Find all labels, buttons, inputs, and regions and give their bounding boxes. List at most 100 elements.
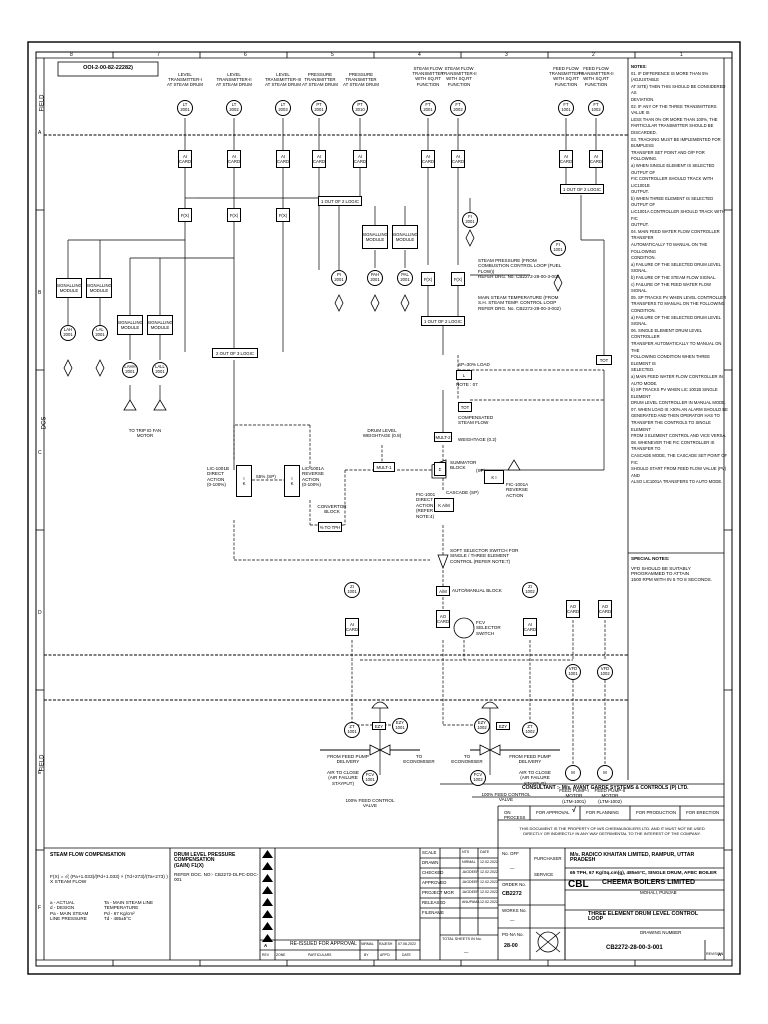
transmitter-caption: LEVEL TRANSMITTER-I AT STEAM DRUM — [167, 72, 203, 88]
works-no-value: — — [510, 918, 515, 923]
drawing-title: THREE ELEMENT DRUM LEVEL CONTROL LOOP — [588, 911, 699, 922]
zone-dcs: DCS — [41, 416, 48, 430]
property-notice: THIS DOCUMENT IS THE PROPERTY OF M/S CHE… — [519, 826, 705, 836]
vfd1002-bubble: VFD 1002 — [597, 664, 613, 680]
ft1002-bubble: FT 1002 — [588, 100, 604, 116]
grid-letter: D — [38, 610, 42, 616]
ao-card: AO CARD — [598, 600, 612, 618]
revision-header: DATE — [402, 953, 411, 957]
grid-number: 2 — [592, 52, 595, 58]
ai-card: AI CARD — [276, 150, 290, 168]
fx-block: F(X) — [227, 208, 241, 222]
from-feed-pump-label: FROM FEED PUMP DELIVERY — [327, 754, 369, 765]
flow-weightage-label: WEIGHTAGE (0.2) — [458, 437, 497, 442]
scale-row-label: DRAWN — [422, 860, 439, 865]
steam-pressure-ref: STEAM PRESSURE (FROM COMBUSTION CONTROL … — [478, 258, 562, 280]
ao-card: AO CARD — [566, 600, 580, 618]
name-cell: NIRMAL — [462, 860, 476, 864]
note-line: TRANSFER AUTOMATICALLY TO MANUAL ON THE — [631, 340, 722, 353]
revision-value: A — [718, 952, 722, 957]
lt2003-bubble: LT 2003 — [275, 100, 291, 116]
auto-manual-label: AUTO/MANUAL BLOCK — [452, 588, 502, 593]
note-line: OUTPUT. — [631, 222, 649, 228]
service-value: 65 TPH, 67 Kg/Sq.cm(g), 485±5°C, SINGLE … — [570, 871, 717, 876]
summator-block: Σ — [434, 462, 446, 476]
fic1001a-block: K I — [484, 470, 504, 484]
to-economiser-label: TO ECONOMISER — [403, 754, 435, 765]
transmitter-caption: PRESSURE TRANSMITTER AT STEAM DRUM — [343, 72, 379, 88]
note-line: OUTPUT. — [631, 189, 649, 195]
one-out-of-two-logic: 1 OUT OF 2 LOGIC — [318, 196, 362, 206]
note-line: GENERATED AND THEN OPERATOR HAS TO — [631, 413, 720, 419]
note-line: b) WHEN THREE ELEMENT IS SELECTED OUTPUT… — [631, 195, 714, 208]
revision-header: ZONE — [276, 953, 286, 957]
steam-compensation-legend-right: Ta - MAIN STEAM LINE TEMPERATURE Pd - 67… — [104, 900, 154, 922]
pi-bubble: PI 2001 — [331, 270, 347, 286]
ai-card: AI CARD — [523, 618, 537, 636]
fcv1002-bubble: FCV 1002 — [470, 770, 486, 786]
sp-tag: (SP) — [476, 468, 486, 473]
feed-pump-2-label: FEED PUMP-II MOTOR (LTM-1002) — [594, 788, 626, 804]
ft1001-bubble: FT 1001 — [558, 100, 574, 116]
note-line: TRANSFER THE CONTROLS TO SINGLE ELEMENT — [631, 420, 711, 432]
compensated-flow-label: COMPENSATED STEAM FLOW — [458, 415, 494, 426]
works-no-label: WORKS No. — [502, 908, 527, 913]
purchaser-value: M/s. RADICO KHAITAN LIMITED, RAMPUR, UTT… — [570, 852, 695, 863]
ezy-box: EZY — [496, 722, 510, 730]
note-line: SELECTED. — [631, 367, 655, 373]
mult1-block: MULT-1 — [373, 462, 395, 472]
note-line: CONDITION. — [631, 255, 656, 261]
drum-compensation-ref: REFER DOC. NO:- CB2272-DLPC-DOC-001 — [174, 872, 259, 883]
ezy1001-bubble: EZY 1001 — [392, 718, 408, 734]
zone-field-bottom: FIELD — [39, 754, 46, 772]
pt2010-bubble: PT 2010 — [352, 100, 368, 116]
lal-bubble: LAL 2001 — [92, 325, 108, 341]
notes-title: NOTES: — [631, 64, 647, 69]
revision-row-date: 07.06.2022 — [398, 942, 416, 946]
ai-card: AI CARD — [353, 150, 367, 168]
grid-letter: B — [38, 290, 42, 296]
status-check-mark: √ — [572, 807, 576, 814]
tot-block: TOT — [458, 402, 472, 412]
note-line: 02. IF ANY OF THE THREE TRANSMITTERS VAL… — [631, 103, 717, 116]
note-line: AUTO MODE. — [631, 380, 658, 386]
one-out-of-two-logic: 1 OUT OF 2 LOGIC — [560, 184, 604, 194]
motor-symbol: M — [597, 765, 613, 781]
pt2001-bubble: PT 2001 — [311, 100, 327, 116]
note-line: a) FAILURE OF THE SELECTED DRUM LEVEL SI… — [631, 261, 721, 274]
sp-load-label: SP=30% LOAD — [458, 362, 490, 367]
scale-row-label: PROJECT MGR — [422, 890, 454, 895]
lic1001a-label: LIC-1001A REVERSE ACTION (0-100%) — [302, 466, 324, 488]
date-cell: 12.02.2022 — [480, 890, 498, 894]
total-sheets-label: TOTAL SHEETS IN No. — [442, 937, 482, 941]
no-off-value: — — [510, 866, 515, 871]
load-block: L — [456, 370, 472, 380]
note-line: TRANSFER SET POINT AND O/P FOR FOLLOWING… — [631, 149, 705, 162]
signalling-module: SIGNALLING MODULE — [392, 225, 418, 249]
ft2002-bubble: FT 2002 — [450, 100, 466, 116]
revision-row-rev: A — [264, 943, 268, 948]
air-to-close-label-2: AIR TO CLOSE (AIR FAILURE STAYPUT) — [519, 770, 551, 786]
summator-label: SUMMATOR BLOCK — [450, 460, 477, 471]
signalling-module: SIGNALLING MODULE — [56, 278, 82, 298]
ai-card: AI CARD — [178, 150, 192, 168]
name-cell: NTS — [462, 850, 470, 854]
transmitter-caption: STEAM FLOW TRANSMITTER-II WITH SQ.RT FUN… — [441, 66, 477, 87]
note-line: 06. SINGLE ELEMENT DRUM LEVEL CONTROLLER — [631, 327, 702, 340]
ao-card: AO CARD — [436, 610, 450, 628]
convertor-block: % TO TPH — [318, 522, 342, 532]
steam-compensation-formula: F(X) = √( (Pa+1.033)/(Pd+1.033) × (Td+27… — [50, 875, 168, 886]
note-line: AUTOMATICALLY TO MANUAL ON THE FOLLOWING — [631, 242, 708, 254]
drawing-number: CB2272-28-00-3-001 — [606, 945, 663, 951]
company-logo: CBL — [568, 879, 589, 890]
date-cell: 12.02.2022 — [480, 870, 498, 874]
special-notes-text: VFD SHOULD BE SUITABLY PROGRAMMED TO ATT… — [631, 566, 713, 582]
steam-compensation-legend: a - ACTUAL d - DESIGN Pa - MAIN STEAM LI… — [50, 900, 89, 922]
note-line: 03. TRACKING MUST BE IMPLEMENTED FOR BUM… — [631, 136, 721, 149]
transmitter-caption: FEED FLOW TRANSMITTER-I WITH SQ.RT FUNCT… — [549, 66, 583, 87]
note-line: DRUM LEVEL CONTROLLER IN MANUAL MODE. — [631, 400, 727, 406]
ezy-box: EZY — [372, 722, 386, 730]
order-no-value: CB2272 — [502, 891, 522, 897]
